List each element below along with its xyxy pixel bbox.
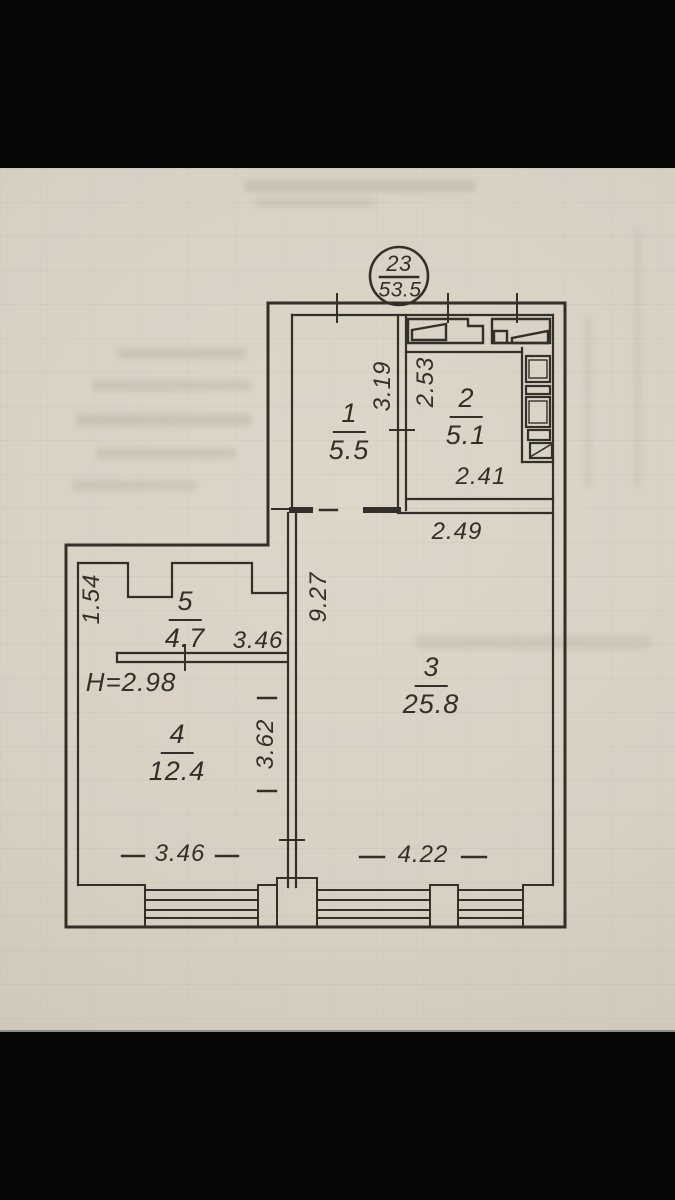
photo-black-bar-top: [0, 0, 675, 168]
dim-room3-depth: 9.27: [305, 571, 332, 623]
room-1-area: 5.5: [328, 435, 370, 465]
room-2-area: 5.1: [445, 420, 487, 450]
room-4-label: 4 12.4: [149, 719, 206, 787]
dim-room4-width: 3.46: [154, 840, 206, 867]
room-1-label: 1 5.5: [329, 398, 370, 466]
stamp-total-area: 53.5: [378, 278, 422, 302]
dim-hall-width: 2.49: [431, 518, 483, 545]
room-3-label: 3 25.8: [403, 652, 460, 720]
dim-room5-width: 3.46: [232, 627, 284, 654]
photo-black-bar-bottom: [0, 1030, 675, 1200]
room-4-area: 12.4: [148, 756, 206, 786]
dim-room5-depth: 1.54: [78, 573, 105, 625]
interior-walls: [76, 313, 555, 889]
room-2-number: 2: [449, 383, 483, 418]
vent-shaft-fixtures: [406, 317, 552, 345]
room-3-area: 25.8: [402, 689, 460, 719]
dim-room4-depth: 3.62: [252, 718, 279, 770]
room-5-label: 5 4.7: [165, 586, 206, 654]
ceiling-height-label: H=2.98: [85, 667, 177, 697]
bathroom-fixtures: [524, 354, 554, 460]
dim-room2-depth: 2.53: [412, 356, 439, 408]
room-4-number: 4: [160, 719, 194, 754]
dim-room1-depth: 3.19: [369, 360, 396, 412]
exterior-walls: [64, 301, 567, 929]
dim-room2-width: 2.41: [455, 463, 507, 490]
windows: [77, 877, 554, 928]
room-1-number: 1: [332, 398, 366, 433]
room-3-number: 3: [414, 652, 448, 687]
apartment-stamp-circle: [368, 245, 430, 307]
room-5-area: 4.7: [164, 623, 206, 653]
dimension-ticks: [184, 293, 518, 841]
room-5-number: 5: [168, 586, 202, 621]
dimension-dashes: [120, 696, 488, 859]
dim-room3-width: 4.22: [397, 841, 449, 868]
stamp-apartment-number: 23: [386, 251, 412, 276]
room-2-label: 2 5.1: [446, 383, 487, 451]
